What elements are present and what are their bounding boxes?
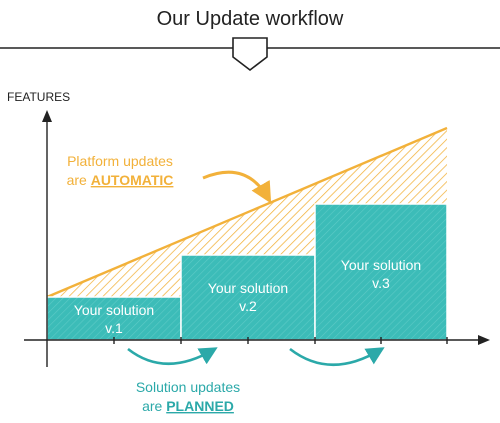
solution-v2-line1: Your solution: [208, 280, 288, 296]
solution-block-v1: Your solution v.1: [46, 296, 182, 341]
solution-note-line1: Solution updates: [136, 379, 240, 395]
platform-note-prefix: are: [67, 172, 91, 188]
solution-block-v3: Your solution v.3: [314, 203, 448, 341]
platform-note-line2: are AUTOMATIC: [67, 172, 174, 188]
solution-arrow-1-icon: [127, 347, 218, 366]
page-title: Our Update workflow: [157, 8, 344, 30]
solution-note-prefix: are: [142, 398, 166, 414]
platform-note-emphasis: AUTOMATIC: [91, 172, 174, 188]
platform-note-line1: Platform updates: [67, 153, 173, 169]
solution-note-emphasis: PLANNED: [166, 398, 234, 414]
x-axis-ticks: [113, 337, 448, 344]
solution-note-line2: are PLANNED: [142, 398, 234, 414]
solution-arrow-2-icon: [289, 347, 385, 366]
platform-curved-arrow-icon: [202, 170, 272, 204]
solution-v3-line2: v.3: [372, 275, 390, 291]
solution-v2-line2: v.2: [239, 298, 257, 314]
solution-v1-line1: Your solution: [74, 302, 154, 318]
platform-trend-line: [46, 126, 448, 299]
y-axis-arrow-icon: [42, 110, 52, 122]
pentagon-marker-icon: [232, 37, 268, 72]
solution-v3-line1: Your solution: [341, 257, 421, 273]
y-axis-label: FEATURES: [7, 90, 70, 104]
solution-v1-line2: v.1: [105, 320, 123, 336]
solution-block-v2: Your solution v.2: [180, 254, 316, 341]
x-axis-arrow-icon: [478, 335, 490, 345]
